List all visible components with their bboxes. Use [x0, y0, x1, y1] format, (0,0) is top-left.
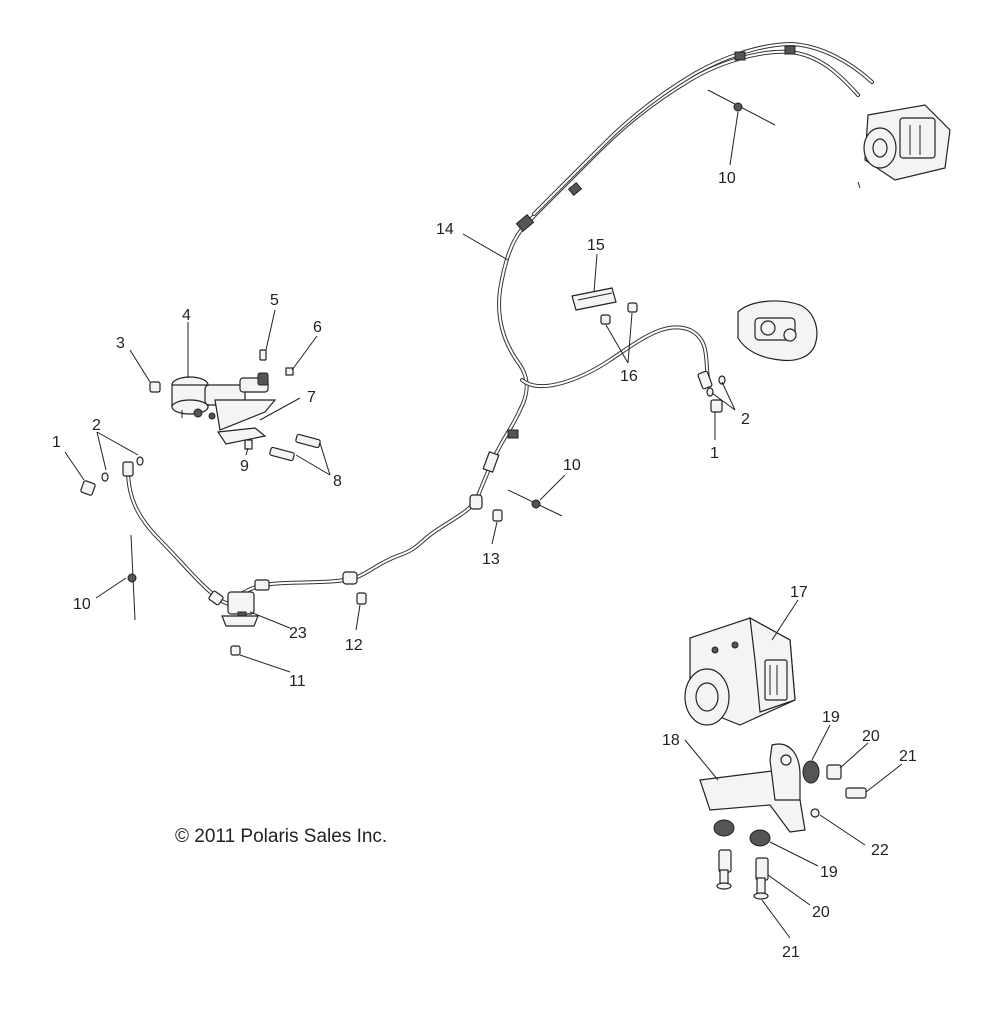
copyright-text: © 2011 Polaris Sales Inc. — [175, 826, 387, 847]
callout-15: 15 — [587, 237, 605, 254]
abs-module-icon — [684, 616, 796, 726]
callout-20-lower: 20 — [812, 904, 830, 921]
callout-8: 8 — [333, 473, 342, 490]
abs-hardware — [713, 760, 867, 900]
callout-2-right: 2 — [741, 411, 750, 428]
wire-tie-icon — [127, 89, 776, 621]
callout-7: 7 — [307, 389, 316, 406]
bracket-icon — [216, 427, 267, 445]
callout-19-upper: 19 — [822, 709, 840, 726]
callout-14: 14 — [436, 221, 454, 238]
callout-2: 2 — [92, 417, 101, 434]
callout-17: 17 — [790, 584, 808, 601]
master-cylinder-icon — [171, 372, 277, 431]
hardware — [80, 302, 726, 656]
callouts: 1 2 3 4 5 6 7 8 9 10 11 12 13 10 14 15 1… — [52, 170, 917, 961]
leader-lines — [64, 111, 903, 939]
callout-4: 4 — [182, 307, 191, 324]
callout-20-upper: 20 — [862, 728, 880, 745]
callout-19-lower: 19 — [820, 864, 838, 881]
mounting-plate-icon — [571, 287, 617, 311]
callout-21-lower: 21 — [782, 944, 800, 961]
callout-18: 18 — [662, 732, 680, 749]
abs-bracket-icon — [699, 743, 806, 833]
brake-caliper-icon — [737, 300, 818, 362]
brake-hose-master — [122, 461, 242, 607]
callout-3: 3 — [116, 335, 125, 352]
abs-module-top-icon — [863, 104, 951, 181]
junction-block-icon — [221, 591, 259, 627]
callout-21-upper: 21 — [899, 748, 917, 765]
callout-22: 22 — [871, 842, 889, 859]
callout-5: 5 — [270, 292, 279, 309]
callout-10-mid: 10 — [563, 457, 581, 474]
callout-12: 12 — [345, 637, 363, 654]
callout-13: 13 — [482, 551, 500, 568]
callout-9: 9 — [240, 458, 249, 475]
callout-11: 11 — [289, 673, 306, 690]
callout-10-left: 10 — [73, 596, 91, 613]
brake-hose-front-branch — [520, 325, 713, 390]
callout-10-top: 10 — [718, 170, 736, 187]
callout-16: 16 — [620, 368, 638, 385]
callout-6: 6 — [313, 319, 322, 336]
callout-1: 1 — [52, 434, 61, 451]
brake-hose-main — [238, 42, 874, 597]
callout-1-right: 1 — [710, 445, 719, 462]
callout-23: 23 — [289, 625, 307, 642]
